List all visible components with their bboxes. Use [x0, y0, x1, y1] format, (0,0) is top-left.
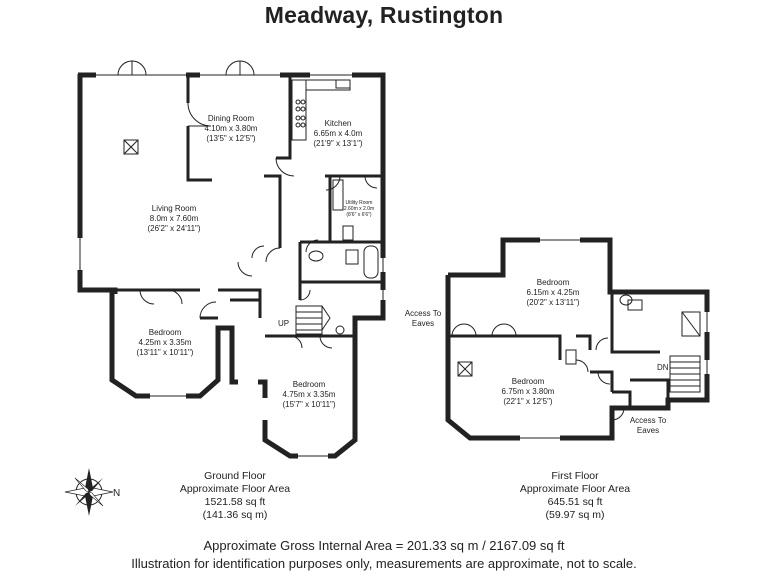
bedroom-3-imperial: (20'2" x 13'11"): [526, 298, 579, 307]
bedroom-4-name: Bedroom: [512, 377, 545, 386]
access-eaves-left-line1: Access To: [405, 309, 442, 318]
first-floor-caption-line2: Approximate Floor Area: [519, 483, 631, 495]
utility-room-imperial: (8'6" x 6'6"): [346, 212, 372, 218]
dining-room-imperial: (13'5" x 12'5"): [206, 134, 256, 143]
ground-floor-caption-line1: Ground Floor: [204, 470, 266, 482]
bedroom-1-imperial: (13'11" x 10'11"): [137, 348, 194, 357]
dining-room-name: Dining Room: [208, 114, 255, 123]
gross-area-text: Approximate Gross Internal Area = 201.33…: [203, 538, 565, 553]
living-room-dims: 8.0m x 7.60m: [150, 214, 199, 223]
dining-room-dims: 4.10m x 3.80m: [205, 124, 258, 133]
access-eaves-right-line2: Eaves: [637, 426, 659, 435]
bedroom-2-name: Bedroom: [293, 380, 326, 389]
first-floor-caption: First Floor Approximate Floor Area 645.5…: [500, 470, 650, 522]
ground-floor-caption: Ground Floor Approximate Floor Area 1521…: [160, 470, 310, 522]
utility-room-dims: 2.60m x 2.0m: [344, 206, 374, 212]
bedroom-2-dims: 4.75m x 3.35m: [283, 390, 336, 399]
access-eaves-right-line1: Access To: [630, 416, 667, 425]
utility-room-name: Utility Room: [346, 200, 373, 206]
living-room-name: Living Room: [152, 204, 197, 213]
first-floor-caption-line4: (59.97 sq m): [545, 509, 605, 521]
bedroom-2-imperial: (15'7" x 10'11"): [282, 400, 335, 409]
kitchen-imperial: (21'9" x 13'1"): [313, 139, 363, 148]
kitchen-name: Kitchen: [325, 119, 352, 128]
plan-title: Meadway, Rustington: [264, 2, 504, 28]
first-floor-plan: [445, 237, 710, 441]
living-room-imperial: (26'2" x 24'11"): [147, 224, 200, 233]
ground-floor-caption-line4: (141.36 sq m): [202, 509, 268, 521]
ground-floor-caption-line2: Approximate Floor Area: [179, 483, 291, 495]
compass-north-label: N: [113, 488, 120, 499]
bedroom-1-dims: 4.25m x 3.35m: [139, 338, 192, 347]
bedroom-3-name: Bedroom: [537, 278, 570, 287]
first-floor-outer-wall: [445, 237, 710, 441]
ground-floor-plan: [77, 60, 386, 459]
first-floor-caption-line3: 645.51 sq ft: [547, 496, 603, 508]
kitchen-dims: 6.65m x 4.0m: [314, 129, 363, 138]
bedroom-1-name: Bedroom: [149, 328, 182, 337]
bedroom-3-dims: 6.15m x 4.25m: [527, 288, 580, 297]
disclaimer-text: Illustration for identification purposes…: [131, 556, 637, 571]
stairs-down-label: DN: [657, 363, 669, 372]
first-floor-caption-line1: First Floor: [551, 470, 599, 482]
ground-floor-caption-line3: 1521.58 sq ft: [204, 496, 266, 508]
bedroom-4-dims: 6.75m x 3.80m: [502, 387, 555, 396]
stairs-up-label: UP: [278, 319, 289, 328]
bedroom-4-imperial: (22'1" x 12'5"): [503, 397, 553, 406]
access-eaves-left-line2: Eaves: [412, 319, 434, 328]
compass-rose-icon: [64, 468, 114, 516]
